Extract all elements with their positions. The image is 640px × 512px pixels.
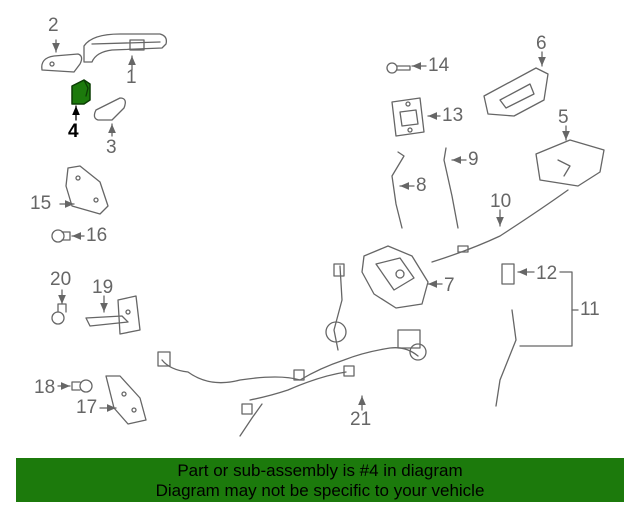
part-9-rod [443, 147, 467, 229]
callout-11: 11 [580, 299, 600, 320]
banner-line-2: Diagram may not be specific to your vehi… [155, 481, 485, 500]
part-19-door-check [85, 295, 141, 335]
part-5-bezel [535, 125, 605, 187]
callout-8: 8 [416, 175, 427, 196]
part-20-bolt [51, 289, 67, 325]
part-4-lock-cylinder [71, 79, 91, 121]
part-16-bolt [51, 229, 85, 243]
diagram-notice-banner: Part or sub-assembly is #4 in diagram Di… [16, 458, 624, 502]
callout-20: 20 [50, 269, 72, 290]
callout-9: 9 [468, 149, 479, 170]
part-3-gasket [93, 97, 126, 137]
part-18-bolt [57, 379, 93, 393]
part-2-cap [41, 39, 83, 73]
callout-10: 10 [490, 191, 512, 212]
callout-18: 18 [34, 377, 56, 398]
part-21-wiring-harness [157, 263, 427, 437]
callout-19: 19 [92, 277, 114, 298]
part-12-clip [501, 263, 535, 285]
part-8-rod [391, 151, 415, 229]
part-13-striker [391, 97, 441, 137]
part-17-hinge [99, 375, 147, 425]
part-15-bracket [59, 165, 109, 215]
parts-diagram: 2 1 4 3 15 16 20 19 18 17 14 13 6 5 8 9 … [30, 15, 605, 437]
part-7-door-latch [361, 245, 443, 309]
callout-1: 1 [126, 67, 137, 88]
callout-16: 16 [86, 225, 108, 246]
callout-4: 4 [68, 121, 79, 142]
callout-6: 6 [536, 33, 547, 54]
part-6-inside-handle [483, 51, 549, 117]
part-14-screw [386, 62, 427, 74]
callout-3: 3 [106, 137, 117, 158]
callout-17: 17 [76, 397, 98, 418]
callout-7: 7 [444, 275, 455, 296]
callout-21: 21 [350, 409, 372, 430]
callout-12: 12 [536, 263, 558, 284]
part-1-outside-handle [83, 33, 168, 71]
callout-13: 13 [442, 105, 464, 126]
banner-line-1: Part or sub-assembly is #4 in diagram [177, 461, 463, 480]
part-11-channel [495, 271, 579, 407]
callout-5: 5 [558, 107, 569, 128]
callout-14: 14 [428, 55, 450, 76]
part-10-cable [431, 189, 569, 263]
callout-15: 15 [30, 193, 52, 214]
callout-2: 2 [48, 15, 59, 36]
